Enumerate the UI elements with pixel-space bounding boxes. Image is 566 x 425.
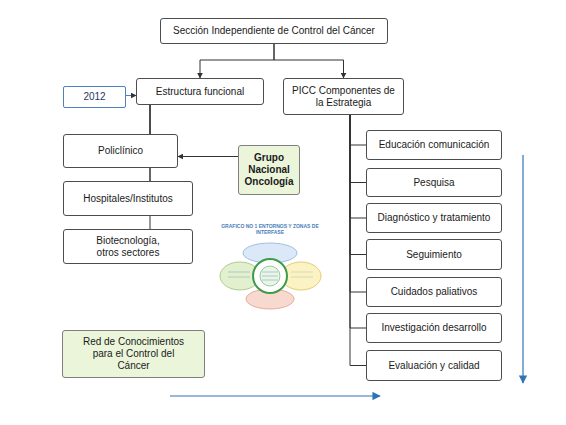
node-text: 2012 — [83, 91, 105, 103]
connector — [274, 44, 344, 78]
progress-arrow — [522, 155, 523, 383]
process-box: Red de Conocimientos para el Control del… — [62, 330, 205, 378]
progress-arrow — [170, 395, 380, 396]
interface-illustration — [220, 243, 321, 309]
figure-title: GRAFICO NO 1 ENTORNOS Y ZONAS DE INTERFA… — [220, 224, 320, 236]
node-text: Investigación desarrollo — [381, 322, 486, 334]
connector — [200, 44, 274, 78]
node-text: Red de Conocimientos para el Control del… — [79, 336, 189, 372]
process-box: Policlínico — [63, 134, 178, 168]
node-text: Grupo Nacional Oncología — [239, 152, 299, 188]
node-text: Estructura funcional — [156, 86, 244, 98]
process-box: Diagnóstico y tratamiento — [366, 203, 502, 233]
node-text: Diagnóstico y tratamiento — [378, 212, 491, 224]
process-box: PICC Componentes de la Estrategia — [283, 78, 404, 115]
connector — [350, 115, 366, 328]
year-box: 2012 — [63, 86, 126, 108]
connector — [350, 115, 366, 366]
node-text: Sección Independiente de Control del Cán… — [173, 25, 375, 37]
node-text: Pesquisa — [413, 177, 454, 189]
connector — [350, 115, 366, 218]
connector — [350, 115, 366, 183]
process-box: Investigación desarrollo — [366, 313, 502, 343]
process-box: Seguimiento — [366, 239, 502, 270]
connector — [178, 156, 238, 157]
node-text: Hospitales/Institutos — [83, 193, 173, 205]
connector — [350, 115, 366, 145]
process-box: Pesquisa — [366, 168, 502, 197]
connector — [350, 115, 366, 292]
process-box: Hospitales/Institutos — [63, 181, 193, 216]
process-box: Grupo Nacional Oncología — [238, 145, 300, 195]
node-text: Cuidados paliativos — [391, 286, 478, 298]
process-box: Estructura funcional — [136, 78, 264, 105]
node-text: PICC Componentes de la Estrategia — [289, 85, 399, 109]
process-box: Cuidados paliativos — [366, 277, 502, 307]
node-text: Biotecnología, otros sectores — [88, 235, 168, 259]
process-box: Biotecnología, otros sectores — [63, 229, 193, 264]
connector — [350, 115, 366, 255]
node-text: Evaluación y calidad — [388, 360, 479, 372]
process-box: Sección Independiente de Control del Cán… — [160, 18, 388, 44]
node-text: Policlínico — [98, 145, 143, 157]
node-text: Educación comunicación — [379, 139, 490, 151]
node-text: Seguimiento — [406, 249, 462, 261]
connector — [126, 95, 136, 96]
process-box: Evaluación y calidad — [366, 350, 502, 381]
process-box: Educación comunicación — [366, 130, 502, 160]
